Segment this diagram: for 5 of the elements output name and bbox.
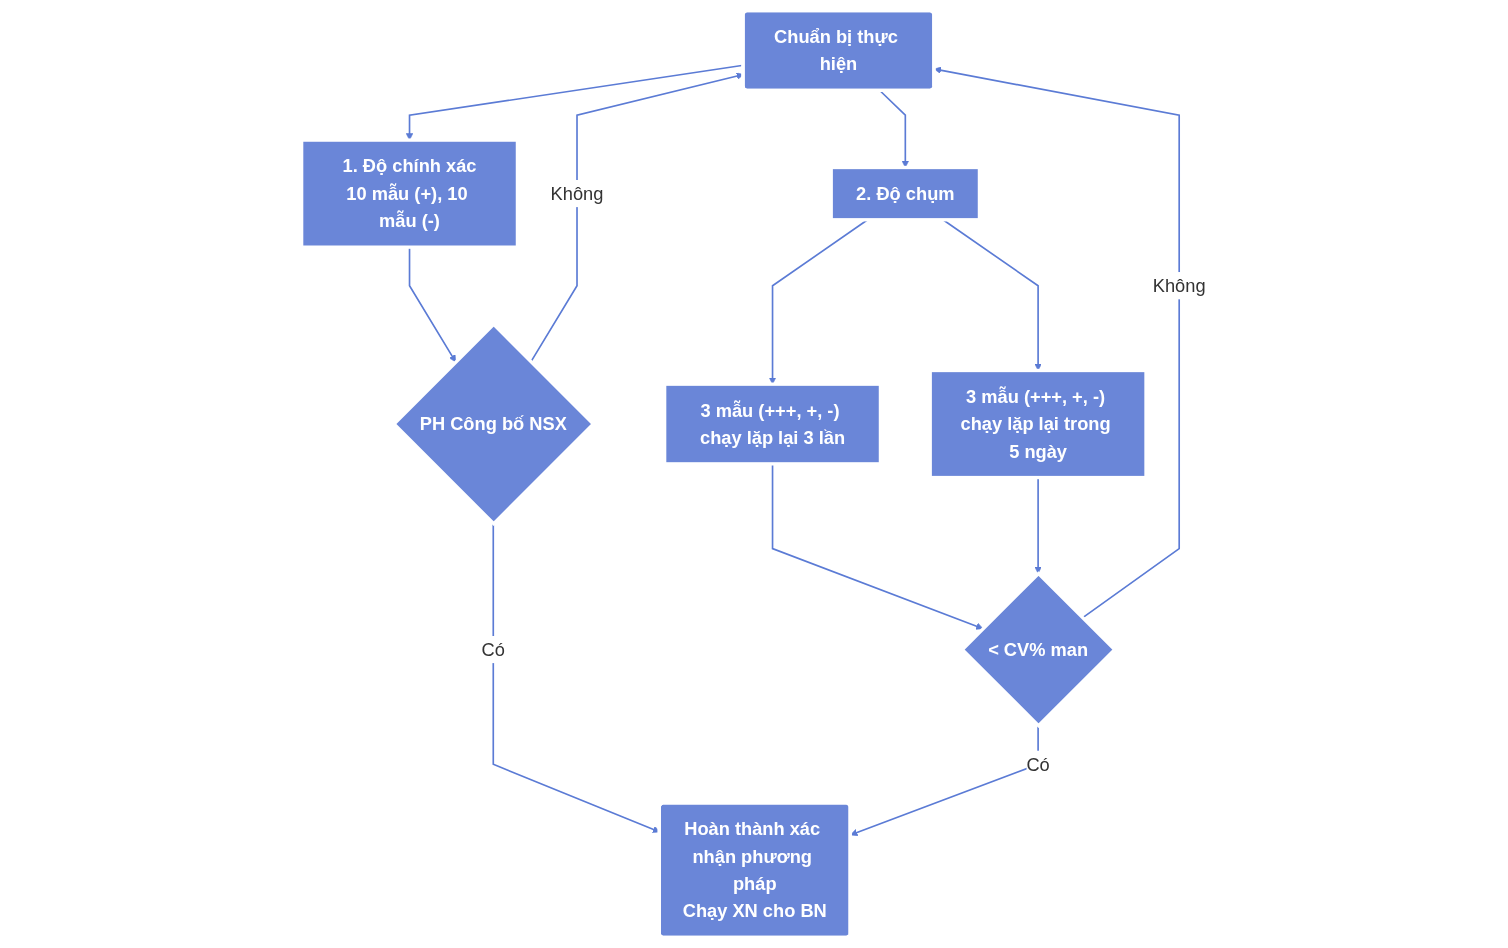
- edge-label: Không: [1153, 275, 1206, 297]
- edge-label: Có: [1026, 753, 1051, 775]
- edge-label: Không: [550, 183, 604, 204]
- edge-label: Có: [481, 639, 506, 660]
- arrow: [772, 463, 984, 630]
